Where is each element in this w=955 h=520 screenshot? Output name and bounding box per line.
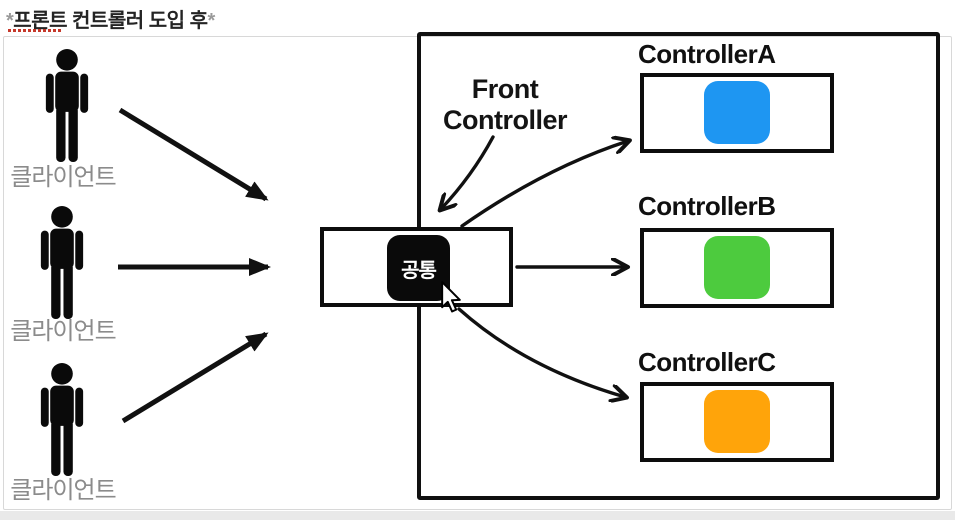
controller-a-square [704, 81, 770, 144]
page-title: *프론트 컨트롤러 도입 후* [6, 4, 215, 33]
page-bottom-strip [0, 511, 955, 520]
client-person-icon [36, 206, 88, 320]
client-label: 클라이언트 [10, 477, 116, 504]
client-label: 클라이언트 [10, 318, 116, 345]
controller-a-box [640, 73, 834, 153]
controller-c-square [704, 390, 770, 453]
title-text: 프론트 컨트롤러 도입 후 [13, 10, 208, 32]
mouse-cursor-icon [441, 281, 461, 313]
client-label: 클라이언트 [10, 164, 116, 191]
front-controller-box: 공통 [320, 227, 513, 307]
front-controller-caption-line2: Controller [442, 105, 568, 135]
common-black-square: 공통 [387, 235, 450, 301]
controller-b-label: ControllerB [638, 191, 776, 221]
title-star-right: * [207, 10, 215, 32]
controller-b-box [640, 228, 834, 308]
client-person-icon [36, 363, 88, 477]
controller-c-label: ControllerC [638, 347, 776, 377]
client-person-icon [41, 49, 93, 163]
title-star-left: * [6, 10, 14, 32]
front-controller-caption-line1: Front [471, 74, 539, 104]
controller-c-box [640, 382, 834, 462]
controller-a-label: ControllerA [638, 39, 776, 69]
common-label: 공통 [401, 259, 437, 282]
title-red-dotted-underline [8, 29, 63, 32]
front-controller-caption: Front Controller [419, 74, 591, 136]
controller-b-square [704, 236, 770, 299]
